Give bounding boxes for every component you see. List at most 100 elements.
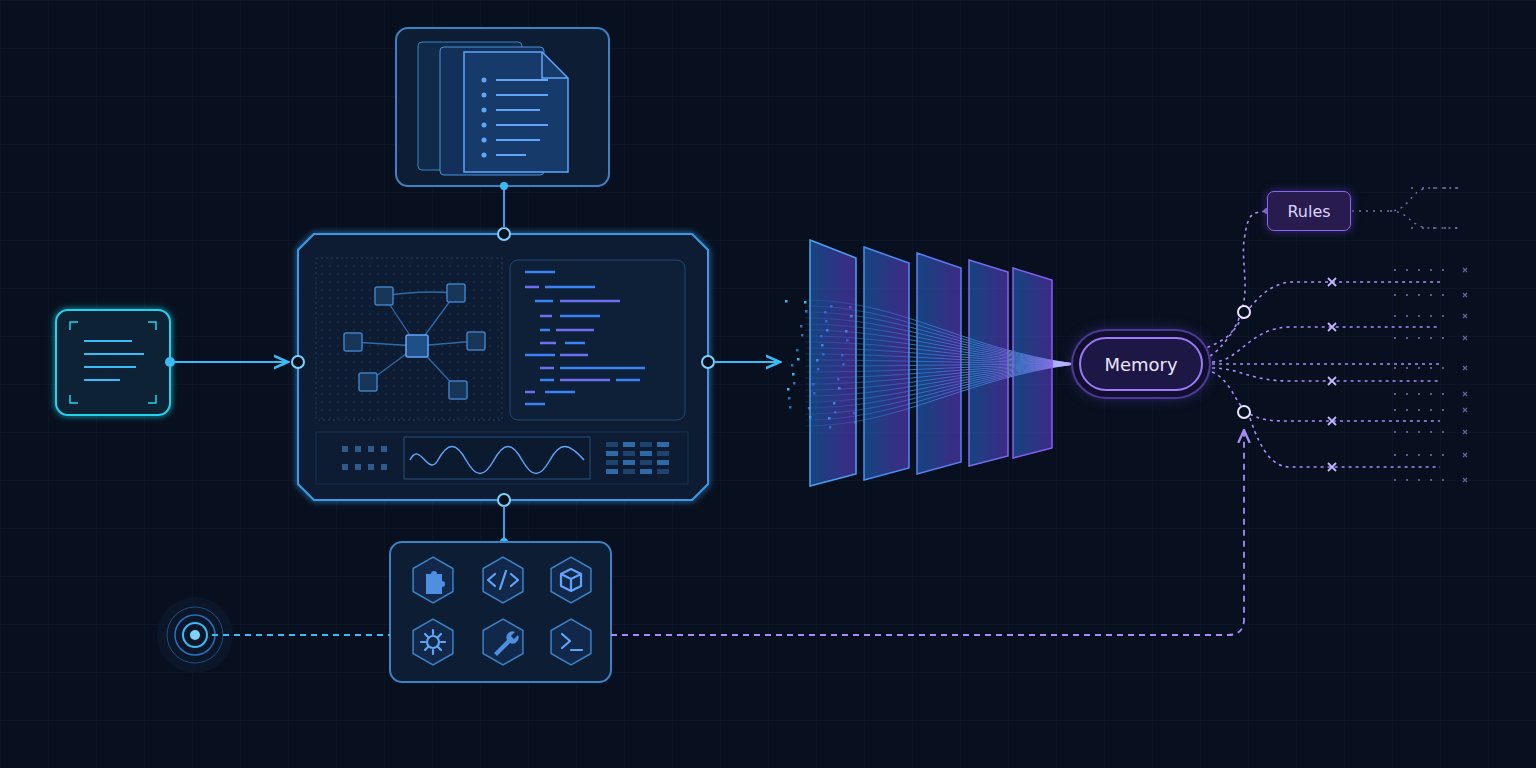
processing-panel xyxy=(368,464,374,470)
tools-box xyxy=(413,619,453,665)
illustration xyxy=(1463,408,1467,412)
processing-panel xyxy=(410,447,584,474)
illustration xyxy=(1463,430,1467,434)
illustration xyxy=(1418,269,1420,271)
processing-panel xyxy=(342,464,348,470)
processing-panel xyxy=(606,442,618,447)
node-label: Rules xyxy=(1287,202,1330,221)
illustration xyxy=(1442,479,1444,481)
illustration xyxy=(1406,315,1408,317)
tools-box xyxy=(421,630,445,654)
processing-panel xyxy=(657,469,669,474)
feedback-loop xyxy=(190,630,200,640)
illustration xyxy=(1418,479,1420,481)
documents-box xyxy=(496,109,540,111)
illustration xyxy=(1442,269,1444,271)
junction xyxy=(1238,406,1250,418)
input-doc xyxy=(165,357,175,367)
compression-layers xyxy=(801,334,804,337)
illustration xyxy=(1442,315,1444,317)
documents-box xyxy=(396,28,609,186)
compression-layers xyxy=(791,364,794,367)
tools-box xyxy=(390,542,611,682)
tools-box xyxy=(561,569,581,591)
documents-box xyxy=(482,108,487,113)
processing-panel xyxy=(368,446,374,452)
documents-box xyxy=(496,94,548,96)
processing-panel xyxy=(344,333,362,351)
compression-layers xyxy=(820,363,1078,366)
processing-panel xyxy=(525,354,555,357)
compression-layers xyxy=(788,397,791,400)
tools-box xyxy=(413,557,591,665)
documents-box xyxy=(482,78,549,158)
input-doc xyxy=(175,361,288,363)
processing-panel xyxy=(540,315,552,318)
input-doc xyxy=(70,322,156,403)
illustration xyxy=(1418,337,1420,339)
illustration xyxy=(1394,187,1457,481)
compression-layers xyxy=(785,300,788,303)
processing-panel xyxy=(657,442,669,447)
illustration xyxy=(1442,337,1444,339)
processing-panel xyxy=(316,432,688,484)
memory-pill: Memory xyxy=(1079,337,1203,391)
illustration xyxy=(1442,367,1444,369)
processing-panel xyxy=(657,460,669,465)
processing-panel xyxy=(540,342,556,345)
feedback-loop xyxy=(611,430,1244,635)
processing-panel xyxy=(606,460,618,465)
illustration xyxy=(1406,367,1408,369)
processing-panel xyxy=(447,284,465,302)
illustration xyxy=(1463,293,1467,297)
processing-panel xyxy=(375,287,393,305)
processing-panel xyxy=(540,367,554,370)
feedback-loop xyxy=(157,430,1244,673)
processing-panel xyxy=(560,354,588,357)
illustration xyxy=(1418,294,1420,296)
processing-panel xyxy=(355,446,361,452)
processing-panel xyxy=(525,286,539,289)
documents-box xyxy=(496,139,540,141)
illustration xyxy=(1394,337,1396,339)
processing-panel xyxy=(560,300,620,303)
illustration xyxy=(1430,409,1432,411)
illustration xyxy=(1418,409,1420,411)
documents-box xyxy=(496,79,548,81)
illustration xyxy=(1418,431,1420,433)
processing-panel xyxy=(353,292,476,390)
illustration xyxy=(1328,463,1336,471)
illustration xyxy=(1442,431,1444,433)
illustration xyxy=(1394,393,1396,395)
illustration xyxy=(1430,315,1432,317)
memory-branches xyxy=(1210,282,1440,467)
illustration xyxy=(1394,315,1396,317)
processing-panel xyxy=(342,446,387,470)
processing-panel xyxy=(298,234,708,500)
illustration xyxy=(1463,336,1467,340)
illustration xyxy=(1442,294,1444,296)
illustration xyxy=(1463,314,1467,318)
illustration xyxy=(1444,227,1446,229)
tools-box xyxy=(494,631,519,656)
processing-panel xyxy=(560,379,610,382)
compression-layers xyxy=(793,382,796,385)
documents-box xyxy=(482,138,487,143)
illustration xyxy=(1406,431,1408,433)
illustration xyxy=(1442,454,1444,456)
illustration xyxy=(1406,479,1408,481)
processing-panel xyxy=(623,469,635,474)
feedback-loop xyxy=(212,634,390,636)
input-doc xyxy=(56,310,170,415)
memory-branches xyxy=(1250,418,1440,467)
illustration xyxy=(1328,377,1336,385)
illustration xyxy=(1430,294,1432,296)
illustration xyxy=(1394,454,1396,456)
documents-box xyxy=(482,123,487,128)
processing-panel xyxy=(525,403,545,406)
tools-box xyxy=(551,557,591,603)
compression-layers xyxy=(796,349,799,352)
documents-box xyxy=(482,153,487,158)
documents-box xyxy=(464,52,568,172)
